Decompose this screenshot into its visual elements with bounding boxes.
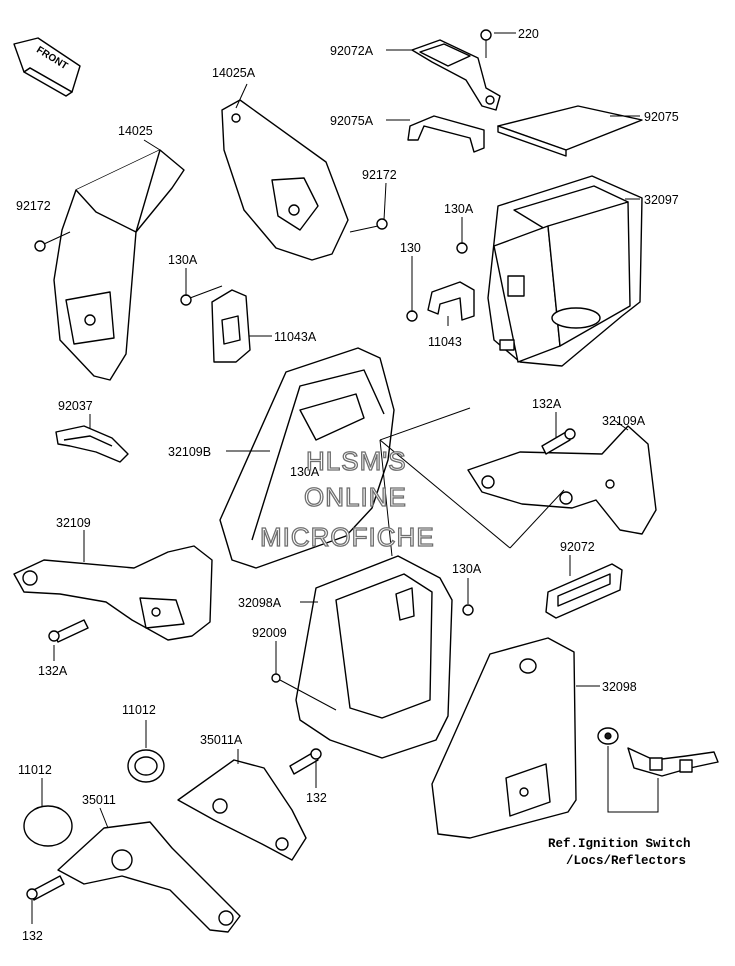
rail-32109a [467,425,657,535]
label-92172-right: 92172 [362,168,397,182]
assembly-line-1 [379,439,511,549]
bolt-132-left [26,875,65,901]
label-35011: 35011 [82,793,116,807]
cover-32109b [219,347,395,569]
label-11043a: 11043A [274,330,317,344]
bolt-130a-left [180,285,223,306]
pad-92075 [497,105,643,157]
label-220: 220 [518,27,539,41]
watermark-line2: ONLINE [304,482,407,512]
cover-32098 [431,637,577,839]
bracket-11043 [427,281,475,321]
label-11012-upper: 11012 [122,703,156,717]
strap-92072 [545,563,623,619]
label-32098: 32098 [602,680,637,694]
key-icon [627,747,719,777]
label-92072: 92072 [560,540,595,554]
ignition-switch-icon [597,727,619,745]
bolt-130a-battery [456,242,468,254]
label-130a-battery: 130A [444,202,474,216]
label-130: 130 [400,241,421,255]
bracket-92072a [411,39,501,111]
bolt-130 [406,310,418,322]
battery-case-32097 [487,175,643,367]
label-92172-left: 92172 [16,199,51,213]
label-11012-lower: 11012 [18,763,52,777]
reference-note-line1: Ref.Ignition Switch [548,837,691,851]
label-92072a: 92072A [330,44,374,58]
assembly-line-3 [509,489,565,549]
cap-11012-upper [127,749,165,783]
label-32109: 32109 [56,516,91,530]
bolt-132a-lower [48,619,89,643]
label-14025a: 14025A [212,66,256,80]
assembly-line-4 [379,439,393,557]
label-32109b: 32109B [168,445,211,459]
watermark-line1: HLSM'S [306,446,407,476]
bolt-220 [480,29,492,58]
bolt-132a-upper [541,428,576,455]
cap-11012-lower [23,805,73,847]
clamp-92037 [55,425,129,463]
part-labels: 220 92072A 92075A 92075 32097 14025A 140… [16,27,679,943]
label-92037: 92037 [58,399,93,413]
cover-14025a [221,99,349,261]
label-132a-upper: 132A [532,397,562,411]
screw-92172-left [34,231,71,252]
label-14025: 14025 [118,124,153,138]
bracket-35011 [57,821,241,933]
bolt-130a-tray [462,604,474,616]
label-132-left: 132 [22,929,43,943]
label-92075a: 92075A [330,114,374,128]
ref-bracket-line [607,746,659,813]
watermark: HLSM'S ONLINE MICROFICHE [259,445,435,552]
bracket-92075a [407,115,485,153]
assembly-line-2 [379,407,471,441]
label-92075: 92075 [644,110,679,124]
label-92009: 92009 [252,626,287,640]
label-32098a: 32098A [238,596,282,610]
watermark-line3: MICROFICHE [260,522,435,552]
bolt-132-right [289,748,322,775]
label-11043: 11043 [428,335,462,349]
screw-92172-right [349,218,388,233]
rail-32109 [13,545,213,641]
label-132-right: 132 [306,791,327,805]
label-130a-center: 130A [290,465,320,479]
cover-14025 [53,149,185,381]
leader-lines [31,32,640,924]
label-32109a: 32109A [602,414,646,428]
label-35011a: 35011A [200,733,243,747]
reference-note: Ref.Ignition Switch /Locs/Reflectors [548,837,691,868]
label-132a-lower: 132A [38,664,68,678]
tray-32098a [295,555,453,759]
label-130a-left: 130A [168,253,198,267]
bracket-35011a [177,759,307,861]
label-32097: 32097 [644,193,679,207]
reference-note-line2: /Locs/Reflectors [566,854,686,868]
bracket-11043a [211,289,251,363]
front-arrow-icon: FRONT [13,37,81,97]
label-130a-tray: 130A [452,562,482,576]
